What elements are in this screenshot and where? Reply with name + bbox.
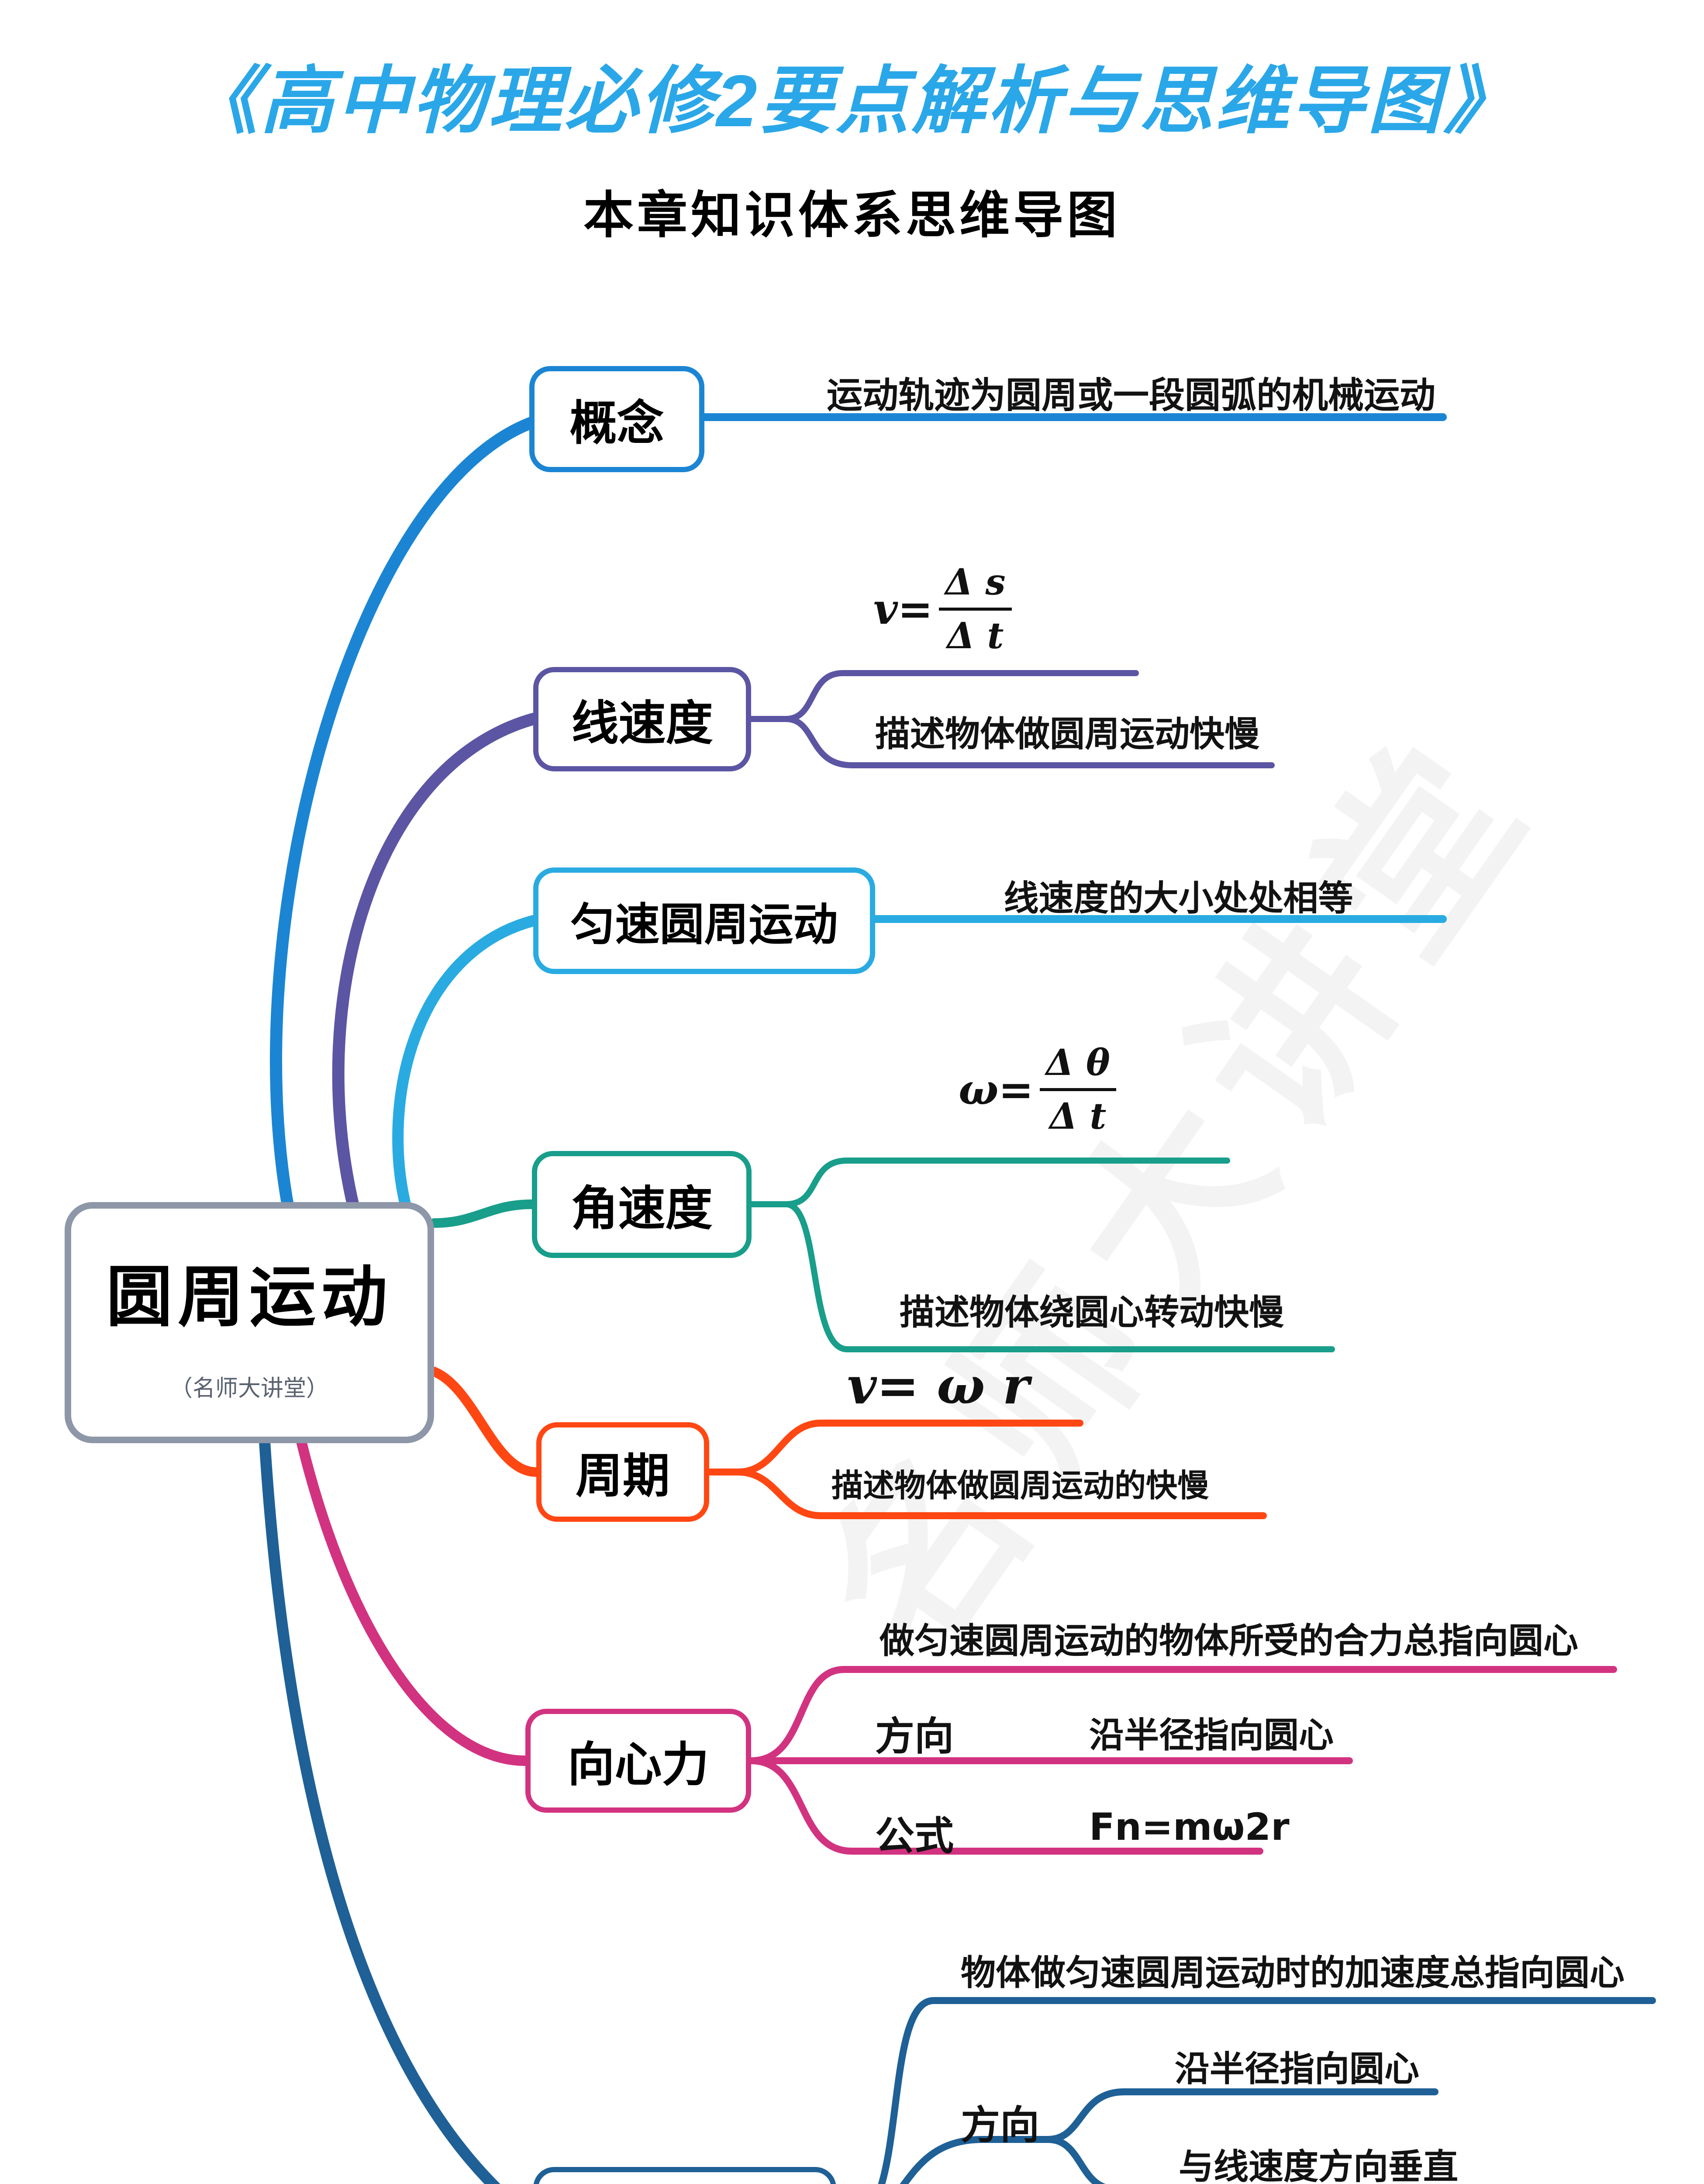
formula-xiansudu-num: Δ s [939, 561, 1012, 611]
bracket-xiangxinli-bottom [748, 1757, 1263, 1855]
node-xiangxinli-label: 向心力 [567, 1738, 709, 1791]
value-xxjsd-direction-2: 与线速度方向垂直 [1179, 2147, 1458, 2184]
node-yunsu-label: 匀速圆周运动 [570, 899, 838, 950]
leaf-zhouqi: 描述物体做圆周运动的快慢 [831, 1469, 1209, 1503]
formula-zhouqi-text: v= ω r [847, 1356, 1029, 1416]
node-gainian: 概念 [529, 366, 704, 472]
formula-zhouqi: v= ω r [847, 1356, 1029, 1416]
bracket-xiansudu [748, 670, 1275, 768]
page-title: 《高中物理必修2要点解析与思维导图》 [184, 60, 1520, 142]
bracket-xxjsd-top [878, 1997, 1656, 2184]
formula-jiaosudu-lhs: ω= [959, 1065, 1034, 1114]
curve-root-xiangxinli [296, 1436, 531, 1766]
formula-jiaosudu-den: Δ t [1049, 1095, 1107, 1137]
node-gainian-label: 概念 [569, 396, 664, 449]
bracket-zhouqi-top [735, 1420, 1083, 1476]
node-yunsu: 匀速圆周运动 [533, 867, 875, 974]
bracket-xiansudu-bottom [783, 716, 1275, 768]
label-xiangxinli-formula: 公式 [875, 1814, 954, 1858]
leaf-jiaosudu: 描述物体绕圆心转动快慢 [900, 1293, 1284, 1332]
value-xiangxinli-formula: Fn=mω2r [1089, 1805, 1290, 1849]
bracket-jiaosudu [749, 1158, 1335, 1352]
leaf-xiangxinli-top: 做匀速圆周运动的物体所受的合力总指向圆心 [880, 1621, 1578, 1660]
node-jiaosudu: 角速度 [532, 1151, 752, 1258]
formula-xiansudu: v= Δ s Δ t [873, 561, 1012, 657]
leaf-xiansudu: 描述物体做圆周运动快慢 [875, 715, 1259, 753]
bracket-xxjsd-dir-bottom [1045, 2136, 1106, 2184]
leaf-yunsu: 线速度的大小处处相等 [1004, 879, 1353, 918]
bracket-xiangxinli-top [748, 1666, 1617, 1764]
formula-jiaosudu: ω= Δ θ Δ t [959, 1042, 1116, 1137]
bracket-xxjsd-dir-top [1045, 2088, 1438, 2143]
curve-root-zhouqi [429, 1367, 541, 1477]
curve-root-yunsu [392, 915, 539, 1213]
label-xxjsd-direction: 方向 [961, 2104, 1039, 2147]
formula-xiansudu-den: Δ t [947, 615, 1004, 657]
formula-xiansudu-lhs: v= [873, 584, 933, 634]
bracket-jiaosudu-top [783, 1158, 1230, 1207]
formula-jiaosudu-num: Δ θ [1039, 1042, 1116, 1091]
bracket-xiansudu-top [783, 670, 1139, 722]
curve-root-gainian [270, 415, 543, 1214]
value-xxjsd-direction-1: 沿半径指向圆心 [1175, 2049, 1419, 2088]
leaf-gainian: 运动轨迹为圆周或一段圆弧的机械运动 [826, 376, 1435, 415]
value-xiangxinli-direction: 沿半径指向圆心 [1089, 1716, 1334, 1755]
label-xiangxinli-direction: 方向 [875, 1715, 954, 1759]
node-zhouqi-label: 周期 [575, 1449, 670, 1502]
bracket-zhouqi [706, 1420, 1267, 1519]
page-subtitle: 本章知识体系思维导图 [583, 187, 1121, 243]
node-xiansudu: 线速度 [533, 667, 751, 771]
leaf-xxjsd-top: 物体做匀速圆周运动时的加速度总指向圆心 [961, 1953, 1625, 1992]
node-zhouqi: 周期 [536, 1422, 709, 1522]
bracket-zhouqi-bottom [735, 1469, 1267, 1519]
bracket-xxjsd-dir-trunk [900, 2136, 1052, 2184]
bracket-xiangxinli [748, 1666, 1617, 1855]
node-xiangxinli: 向心力 [525, 1709, 751, 1813]
node-xiansudu-label: 线速度 [571, 696, 713, 750]
root-label: 圆周运动 [106, 1260, 393, 1334]
root-subtitle: （名师大讲堂） [169, 1375, 329, 1401]
root-node: 圆周运动 （名师大讲堂） [65, 1202, 434, 1443]
bracket-jiaosudu-bottom [783, 1201, 1335, 1352]
node-jiaosudu-label: 角速度 [571, 1182, 713, 1235]
node-xiangxinjiasudu: 向心加速度 [533, 2167, 836, 2184]
curve-root-xiansudu [332, 713, 539, 1214]
curve-root-jiaosudu [429, 1199, 537, 1228]
curve-root-xiangxinjiasudu [259, 1436, 500, 2184]
bracket-xiangxinjiasudu [878, 1997, 1656, 2184]
